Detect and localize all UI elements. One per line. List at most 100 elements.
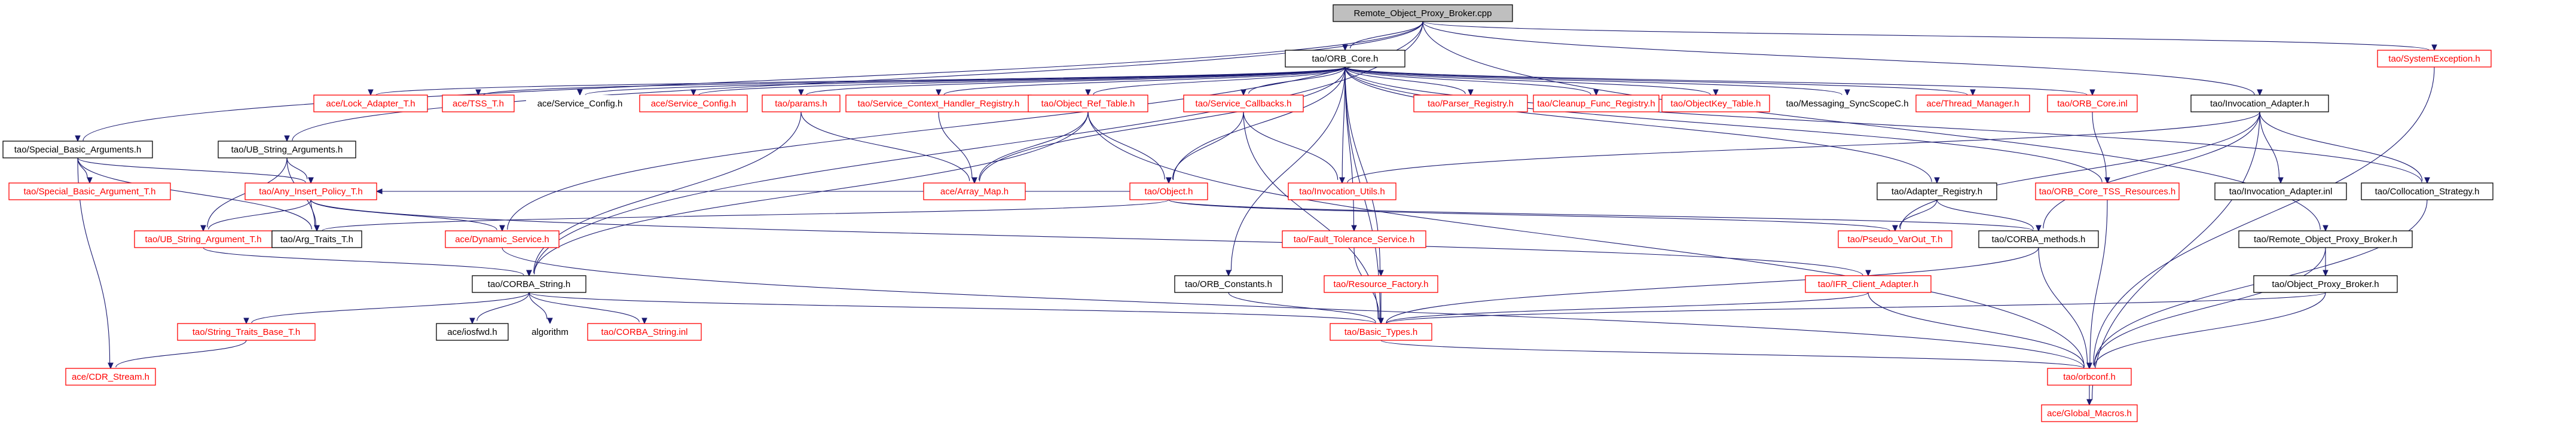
node-adapter-registry[interactable]: tao/Adapter_Registry.h bbox=[1877, 182, 1997, 200]
node-inv-utils[interactable]: tao/Invocation_Utils.h bbox=[1288, 182, 1397, 200]
edge-orb_core-to-adapter_registry bbox=[1344, 66, 1940, 184]
edge-basic_types-to-orbconf bbox=[1380, 340, 2092, 370]
edge-orb_core-to-object_h bbox=[1166, 66, 1346, 184]
node-sch-registry[interactable]: tao/Service_Context_Handler_Registry.h bbox=[845, 94, 1032, 112]
node-label: ace/Thread_Manager.h bbox=[1926, 99, 2019, 109]
node-label: ace/Service_Config.h bbox=[651, 99, 737, 109]
edge-any_insert-to-arg_traits bbox=[310, 199, 320, 232]
edge-any_insert-to-ifr_adapter bbox=[310, 199, 1871, 277]
edge-orb_core-to-inv_utils bbox=[1339, 66, 1346, 184]
node-spba[interactable]: tao/Special_Basic_Arguments.h bbox=[2, 141, 153, 158]
node-label: ace/iosfwd.h bbox=[447, 327, 497, 337]
edge-tss_resources-to-orbconf bbox=[2086, 199, 2108, 370]
node-label: ace/Lock_Adapter_T.h bbox=[326, 99, 415, 109]
node-label: ace/CDR_Stream.h bbox=[72, 372, 149, 382]
edge-obj_ref_table-to-array_map bbox=[971, 111, 1089, 184]
node-tss-resources[interactable]: tao/ORB_Core_TSS_Resources.h bbox=[2035, 182, 2180, 200]
node-array-map[interactable]: ace/Array_Map.h bbox=[923, 182, 1026, 200]
node-inv-adapter-inl[interactable]: tao/Invocation_Adapter.inl bbox=[2214, 182, 2347, 200]
node-ifr-adapter[interactable]: tao/IFR_Client_Adapter.h bbox=[1805, 275, 1932, 293]
node-label: ace/Service_Config.h bbox=[537, 99, 623, 109]
node-root: Remote_Object_Proxy_Broker.cpp bbox=[1333, 4, 1513, 22]
edge-orb_core-to-svc_callbacks bbox=[1240, 66, 1346, 96]
node-object-h[interactable]: tao/Object.h bbox=[1129, 182, 1208, 200]
node-basic-types[interactable]: tao/Basic_Types.h bbox=[1330, 323, 1432, 341]
edge-orb_core-to-objkey_table bbox=[1344, 66, 1719, 96]
edge-corba_string-to-algorithm bbox=[528, 292, 553, 325]
node-lock-adapter[interactable]: ace/Lock_Adapter_T.h bbox=[313, 94, 428, 112]
node-label: algorithm bbox=[531, 327, 569, 337]
node-cleanup-registry[interactable]: tao/Cleanup_Func_Registry.h bbox=[1533, 94, 1660, 112]
node-sysexc[interactable]: tao/SystemException.h bbox=[2377, 50, 2492, 68]
node-svc-callbacks[interactable]: tao/Service_Callbacks.h bbox=[1183, 94, 1304, 112]
node-label: tao/ObjectKey_Table.h bbox=[1671, 99, 1761, 109]
edge-inv_adapter-to-corba_methods bbox=[2036, 111, 2260, 232]
edge-inv_adapter-to-pseudo_var bbox=[1892, 111, 2260, 232]
node-orbconf[interactable]: tao/orbconf.h bbox=[2047, 368, 2132, 386]
node-corba-string[interactable]: tao/CORBA_String.h bbox=[472, 275, 586, 293]
node-svc-config-tao[interactable]: ace/Service_Config.h bbox=[526, 95, 634, 112]
edge-sch_registry-to-array_map bbox=[938, 111, 977, 184]
edge-corba_methods-to-orbconf bbox=[2038, 247, 2092, 370]
nodes-layer: Remote_Object_Proxy_Broker.cpp tao/ORB_Co… bbox=[2, 4, 2494, 422]
node-label: tao/Pseudo_VarOut_T.h bbox=[1848, 234, 1943, 245]
node-label: tao/Fault_Tolerance_Service.h bbox=[1294, 234, 1415, 245]
node-msg-scope[interactable]: tao/Messaging_SyncScopeC.h bbox=[1779, 95, 1916, 112]
edge-adapter_registry-to-pseudo_var bbox=[1892, 199, 1938, 232]
edge-orb_core-to-obj_ref_table bbox=[1085, 66, 1346, 96]
node-orb-constants[interactable]: tao/ORB_Constants.h bbox=[1174, 275, 1283, 293]
node-label: ace/Array_Map.h bbox=[940, 187, 1009, 197]
node-spba-t[interactable]: tao/Special_Basic_Argument_T.h bbox=[8, 182, 171, 200]
edge-root-to-sysexc bbox=[1422, 21, 2437, 51]
node-inv-adapter[interactable]: tao/Invocation_Adapter.h bbox=[2190, 94, 2329, 112]
node-orb-core-inl[interactable]: tao/ORB_Core.inl bbox=[2047, 94, 2138, 112]
node-pseudo-var[interactable]: tao/Pseudo_VarOut_T.h bbox=[1838, 230, 1952, 248]
node-op-broker[interactable]: tao/Object_Proxy_Broker.h bbox=[2253, 275, 2398, 293]
node-collocation[interactable]: tao/Collocation_Strategy.h bbox=[2361, 182, 2494, 200]
edge-object_h-to-corba_methods bbox=[1168, 199, 2042, 232]
node-global-macros[interactable]: ace/Global_Macros.h bbox=[2041, 404, 2138, 422]
edge-adapter_registry-to-corba_methods bbox=[1936, 199, 2042, 232]
edge-object_h-to-pseudo_var bbox=[1168, 199, 1898, 232]
node-corba-string-inl[interactable]: tao/CORBA_String.inl bbox=[587, 323, 702, 341]
node-label: tao/Collocation_Strategy.h bbox=[2375, 187, 2480, 197]
node-label: tao/Service_Context_Handler_Registry.h bbox=[858, 99, 1020, 109]
node-label: tao/Messaging_SyncScopeC.h bbox=[1786, 99, 1908, 109]
node-thread-manager[interactable]: ace/Thread_Manager.h bbox=[1915, 94, 2030, 112]
node-label: tao/Special_Basic_Argument_T.h bbox=[24, 187, 156, 197]
node-svc-config-ace[interactable]: ace/Service_Config.h bbox=[639, 94, 748, 112]
node-string-traits[interactable]: tao/String_Traits_Base_T.h bbox=[177, 323, 316, 341]
node-label: tao/Object.h bbox=[1145, 187, 1193, 197]
node-params[interactable]: tao/params.h bbox=[762, 94, 841, 112]
node-label: tao/String_Traits_Base_T.h bbox=[192, 327, 300, 337]
node-orb-core[interactable]: tao/ORB_Core.h bbox=[1285, 50, 1405, 68]
edge-any_insert-to-dyn_service bbox=[310, 199, 505, 232]
edge-root-to-inv_adapter bbox=[1422, 21, 2263, 96]
node-ubsa[interactable]: tao/UB_String_Arguments.h bbox=[218, 141, 356, 158]
edge-orb_core-to-orb_core_inl bbox=[1344, 66, 2095, 96]
edge-orb_core-to-svc_config_tao bbox=[577, 66, 1346, 96]
node-any-insert[interactable]: tao/Any_Insert_Policy_T.h bbox=[245, 182, 377, 200]
node-rop-broker-h[interactable]: tao/Remote_Object_Proxy_Broker.h bbox=[2238, 230, 2413, 248]
edge-svc_callbacks-to-inv_utils bbox=[1243, 111, 1345, 184]
node-iosfwd[interactable]: ace/iosfwd.h bbox=[436, 323, 509, 341]
node-parser-registry[interactable]: tao/Parser_Registry.h bbox=[1413, 94, 1528, 112]
node-label: tao/UB_String_Argument_T.h bbox=[145, 234, 261, 245]
node-objkey-table[interactable]: tao/ObjectKey_Table.h bbox=[1661, 94, 1770, 112]
edge-orbconf-to-global_macros bbox=[2086, 385, 2092, 406]
node-label: tao/CORBA_String.h bbox=[488, 279, 570, 289]
node-obj-ref-table[interactable]: tao/Object_Ref_Table.h bbox=[1028, 94, 1148, 112]
node-cdr-stream[interactable]: ace/CDR_Stream.h bbox=[65, 368, 156, 386]
node-fault-tol[interactable]: tao/Fault_Tolerance_Service.h bbox=[1282, 230, 1426, 248]
node-label: ace/Dynamic_Service.h bbox=[455, 234, 549, 245]
node-ubs-arg-t[interactable]: tao/UB_String_Argument_T.h bbox=[134, 230, 273, 248]
edge-root-to-spba bbox=[75, 21, 1423, 142]
node-resource-factory[interactable]: tao/Resource_Factory.h bbox=[1324, 275, 1438, 293]
node-arg-traits[interactable]: tao/Arg_Traits_T.h bbox=[271, 230, 362, 248]
node-dyn-service[interactable]: ace/Dynamic_Service.h bbox=[445, 230, 560, 248]
node-tss-t[interactable]: ace/TSS_T.h bbox=[442, 94, 515, 112]
edge-orb_core-to-parser_registry bbox=[1344, 66, 1474, 96]
node-algorithm[interactable]: algorithm bbox=[520, 324, 580, 340]
node-corba-methods[interactable]: tao/CORBA_methods.h bbox=[1978, 230, 2099, 248]
edge-orb_core-to-orb_constants bbox=[1226, 66, 1346, 277]
